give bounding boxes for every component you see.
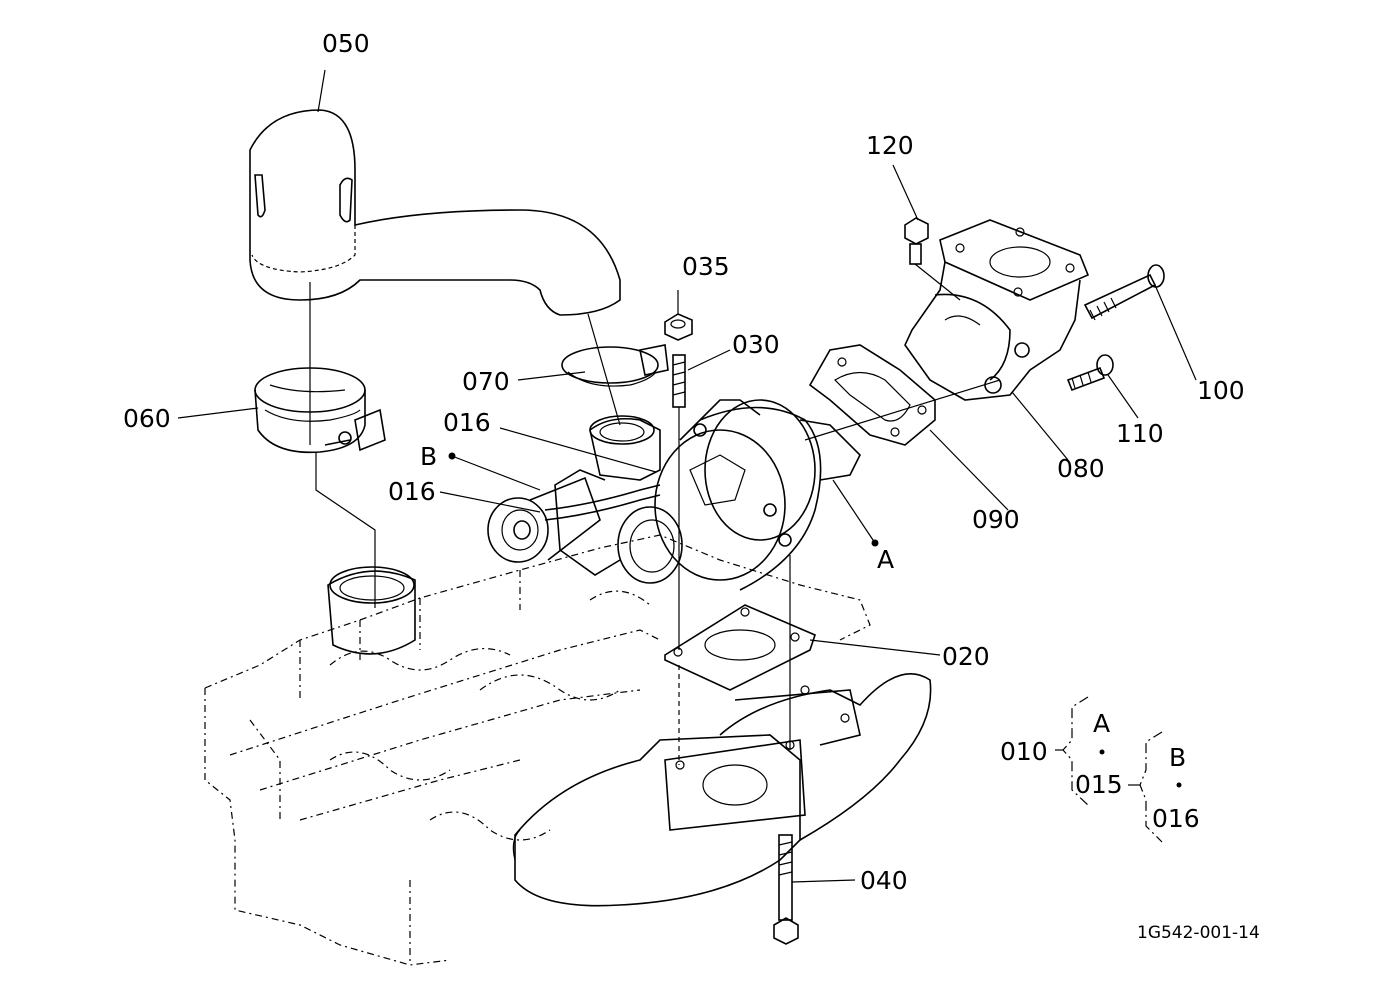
ref-label-b: B <box>420 442 437 471</box>
label-050: 050 <box>322 29 370 58</box>
label-110: 110 <box>1116 419 1164 448</box>
label-060: 060 <box>123 404 171 433</box>
label-016-upper: 016 <box>443 408 491 437</box>
intake-hose-050 <box>249 109 621 316</box>
bolt-110 <box>1066 354 1114 392</box>
diagram-code: 1G542-001-14 <box>1137 923 1260 943</box>
bolt-040 <box>773 834 799 945</box>
hose-clamp-060 <box>254 367 386 454</box>
label-016-lower: 016 <box>388 477 436 506</box>
intake-port <box>327 566 416 655</box>
nut-035 <box>664 313 693 341</box>
assembly-lines <box>309 263 1001 765</box>
legend-ref-a: A <box>1093 709 1110 738</box>
ref-dot-b <box>448 452 456 460</box>
label-100: 100 <box>1197 376 1245 405</box>
label-120: 120 <box>866 131 914 160</box>
legend-ref-b: B <box>1169 743 1186 772</box>
label-035: 035 <box>682 252 730 281</box>
assembly-legend: 010 A 015 B 016 <box>1000 696 1200 843</box>
legend-label-010: 010 <box>1000 737 1048 766</box>
bolt-100 <box>1083 264 1165 321</box>
stud-030 <box>672 354 686 408</box>
bolt-120 <box>904 217 929 265</box>
label-020: 020 <box>942 642 990 671</box>
cylinder-head-outline <box>204 534 871 966</box>
label-040: 040 <box>860 866 908 895</box>
exhaust-elbow-080 <box>904 219 1090 401</box>
label-030: 030 <box>732 330 780 359</box>
legend-label-015: 015 <box>1075 770 1123 799</box>
gasket-090 <box>808 344 936 446</box>
exhaust-manifold <box>512 673 932 907</box>
ref-label-a: A <box>877 545 894 574</box>
hose-clamp-070 <box>561 344 669 387</box>
leader-lines <box>177 69 1197 883</box>
legend-label-016: 016 <box>1152 804 1200 833</box>
label-090: 090 <box>972 505 1020 534</box>
label-070: 070 <box>462 367 510 396</box>
gasket-020 <box>664 604 816 691</box>
label-080: 080 <box>1057 454 1105 483</box>
ref-dot-a <box>871 539 879 547</box>
turbocharger <box>487 399 861 591</box>
legend-dot-b <box>1176 782 1182 788</box>
legend-dot-a <box>1099 749 1105 755</box>
